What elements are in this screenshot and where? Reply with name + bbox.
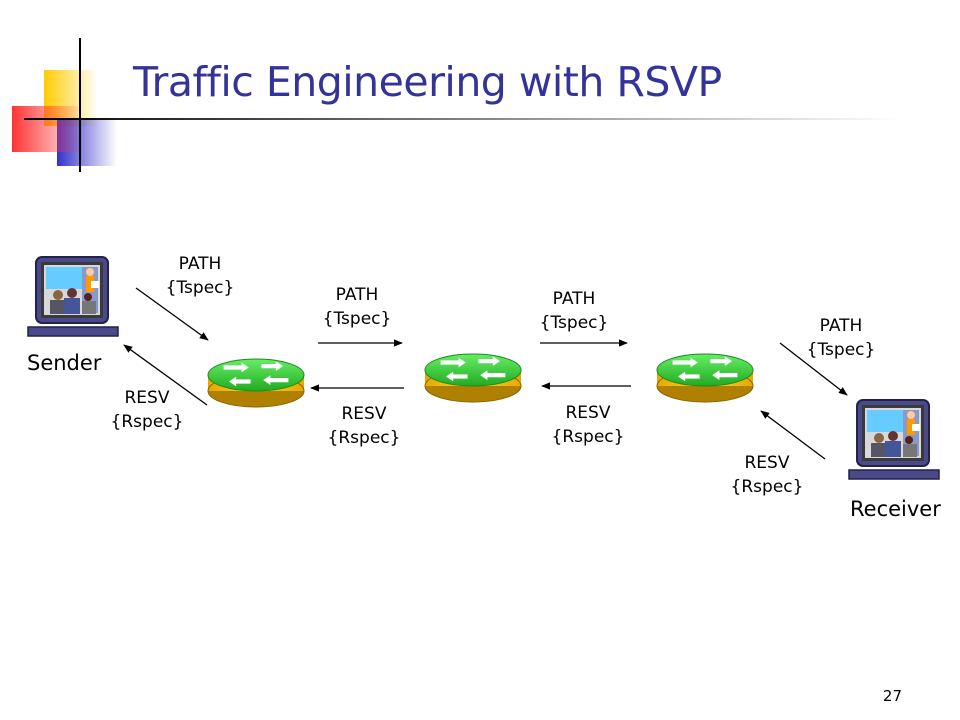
path-label-3-type: PATH [552,289,596,309]
receiver-label: Receiver [850,497,941,521]
slide-title: Traffic Engineering with RSVP [133,58,722,106]
path-label-1: PATH {Tspec} [155,252,245,300]
path-label-3-spec: {Tspec} [539,313,609,333]
path-arrow-1 [135,287,209,341]
router-3 [656,353,754,403]
path-arrow-4 [779,342,848,396]
resv-label-3: RESV {Rspec} [543,401,633,449]
path-label-4-type: PATH [819,316,863,336]
resv-label-2-type: RESV [341,404,387,424]
path-label-4-spec: {Tspec} [806,340,876,360]
page-number: 27 [882,687,902,705]
resv-label-1: RESV {Rspec} [102,386,192,434]
resv-label-1-type: RESV [124,388,170,408]
path-label-2-type: PATH [335,285,379,305]
corner-decoration [12,38,900,172]
router-2 [424,353,522,403]
path-label-3: PATH {Tspec} [529,287,619,335]
resv-label-2: RESV {Rspec} [319,402,409,450]
resv-label-3-type: RESV [565,403,611,423]
resv-label-4: RESV {Rspec} [722,451,812,499]
resv-label-2-spec: {Rspec} [327,428,401,448]
sender-computer-icon [27,256,119,337]
path-label-1-spec: {Tspec} [165,278,235,298]
resv-label-3-spec: {Rspec} [551,427,625,447]
receiver-computer-icon [848,399,940,480]
resv-label-1-spec: {Rspec} [110,412,184,432]
path-label-4: PATH {Tspec} [796,314,886,362]
sender-label: Sender [27,351,102,375]
resv-arrow-1 [123,344,208,406]
resv-label-4-spec: {Rspec} [730,477,804,497]
path-label-2: PATH {Tspec} [312,283,402,331]
resv-arrow-4 [760,410,826,460]
resv-label-4-type: RESV [744,453,790,473]
router-1 [207,358,305,408]
path-label-1-type: PATH [178,254,222,274]
path-label-2-spec: {Tspec} [322,309,392,329]
